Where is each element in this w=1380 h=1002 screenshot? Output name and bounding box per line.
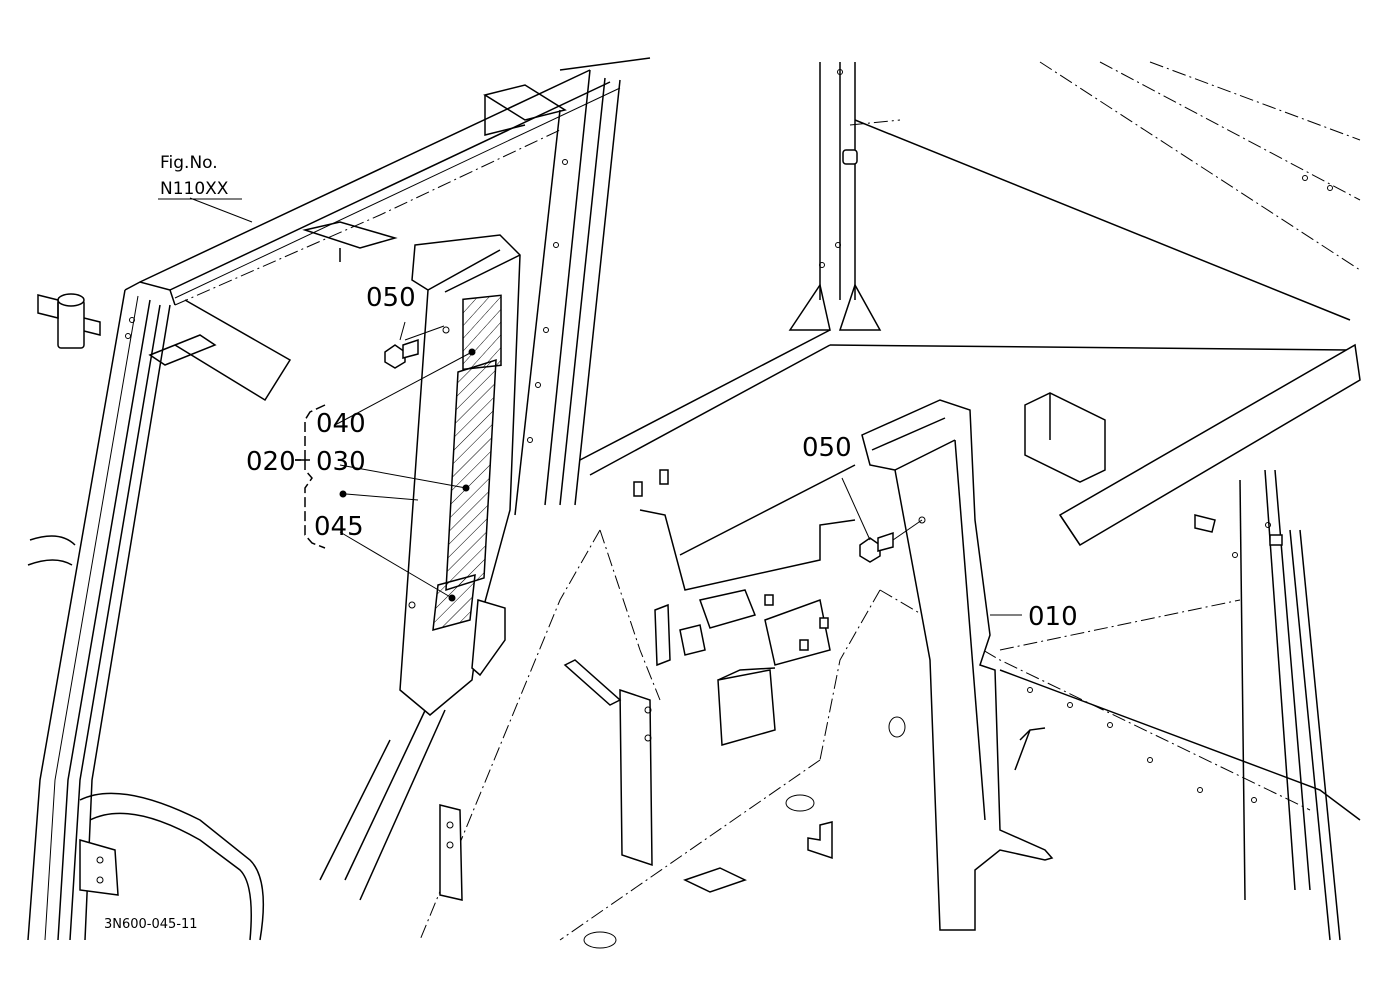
bolt-upper (384, 338, 419, 369)
door-hinge (37, 293, 101, 349)
lower-brackets (439, 603, 833, 901)
fig-ref-label: Fig.No. (160, 153, 218, 173)
pillar-cover-right (861, 399, 1054, 931)
rear-left-pillar (514, 69, 621, 516)
cab-frame (27, 57, 1361, 949)
top-right-roof (854, 61, 1361, 321)
labels: Fig.No. N110XX 050 040 020 030 045 050 0… (104, 153, 1078, 932)
right-rear-pillar (1194, 469, 1341, 941)
fig-ref-number: N110XX (160, 179, 229, 199)
left-front-pillar (27, 281, 176, 941)
callout-030: 030 (316, 447, 366, 477)
leader-lines (189, 197, 1022, 616)
top-left-roof-beam (139, 57, 651, 402)
lower-left-door-frame (27, 535, 265, 941)
assembly-bracket (295, 404, 326, 549)
right-crossbeam (1024, 343, 1361, 547)
decal-middle (445, 358, 497, 592)
bolt-lower (859, 531, 894, 563)
callout-050-upper: 050 (366, 283, 416, 313)
mount-bracket (633, 464, 856, 746)
callout-045: 045 (314, 512, 364, 542)
decal-bottom (432, 573, 476, 632)
callout-050-lower: 050 (802, 433, 852, 463)
drawing-code: 3N600-045-11 (104, 917, 198, 932)
pillar-cover-left-assy (399, 234, 521, 716)
rear-floor-panel (319, 119, 1361, 949)
callout-020: 020 (246, 447, 296, 477)
decal-top (462, 294, 502, 371)
callout-040: 040 (316, 409, 366, 439)
callout-010: 010 (1028, 602, 1078, 632)
rear-center-pillar (579, 62, 1351, 476)
